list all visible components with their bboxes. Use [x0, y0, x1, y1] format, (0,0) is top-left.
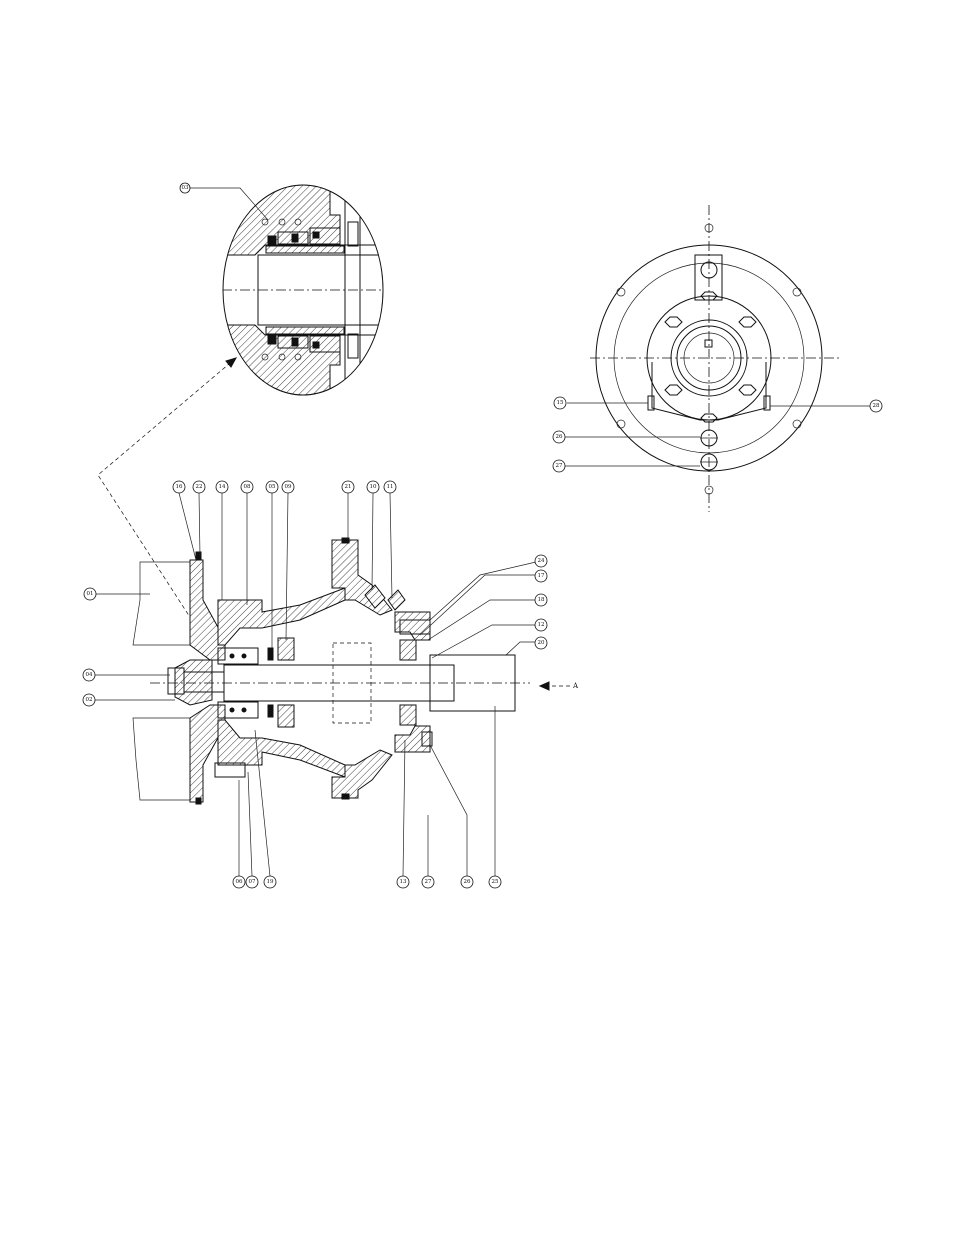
svg-text:17: 17 — [538, 573, 545, 579]
balloon-04: 04 — [82, 668, 96, 682]
balloon-18: 18 — [534, 593, 548, 607]
balloon-12: 12 — [534, 618, 548, 632]
balloon-09: 09 — [281, 480, 295, 494]
svg-text:05: 05 — [269, 484, 276, 490]
balloon-01: 01 — [83, 587, 97, 601]
balloon-08: 08 — [240, 480, 254, 494]
balloon-11: 11 — [383, 480, 397, 494]
end-balloon-26: 26 — [552, 430, 566, 444]
balloon-24: 24 — [534, 554, 548, 568]
end-balloon-15: 15 — [553, 396, 567, 410]
svg-text:12: 12 — [538, 622, 545, 628]
balloon-19: 19 — [263, 875, 277, 889]
balloon-16: 16 — [172, 480, 186, 494]
balloon-05: 05 — [265, 480, 279, 494]
view-label-a: A — [572, 682, 579, 690]
balloon-27: 27 — [421, 875, 435, 889]
balloon-21: 21 — [341, 480, 355, 494]
svg-text:02: 02 — [86, 697, 93, 703]
svg-text:10: 10 — [370, 484, 377, 490]
svg-text:07: 07 — [249, 879, 256, 885]
svg-text:03: 03 — [182, 185, 189, 191]
svg-text:26: 26 — [464, 879, 471, 885]
balloon-14: 14 — [215, 480, 229, 494]
balloon-25: 25 — [488, 875, 502, 889]
svg-text:19: 19 — [267, 879, 274, 885]
balloon-02: 02 — [82, 693, 96, 707]
svg-text:28: 28 — [873, 403, 880, 409]
balloon-03: 03 — [179, 182, 191, 194]
svg-text:22: 22 — [196, 484, 203, 490]
balloon-06: 06 — [232, 875, 246, 889]
svg-text:21: 21 — [345, 484, 352, 490]
section-view: A — [82, 480, 579, 889]
end-balloon-28: 28 — [869, 399, 883, 413]
svg-text:13: 13 — [400, 879, 407, 885]
end-balloon-27: 27 — [552, 459, 566, 473]
svg-text:11: 11 — [387, 484, 394, 490]
svg-text:20: 20 — [538, 640, 545, 646]
balloon-26: 26 — [460, 875, 474, 889]
balloon-22: 22 — [192, 480, 206, 494]
svg-text:25: 25 — [492, 879, 499, 885]
svg-text:14: 14 — [219, 484, 226, 490]
svg-text:15: 15 — [557, 400, 564, 406]
svg-text:18: 18 — [538, 597, 545, 603]
svg-text:27: 27 — [425, 879, 432, 885]
svg-text:09: 09 — [285, 484, 292, 490]
balloon-20: 20 — [534, 636, 548, 650]
balloon-17: 17 — [534, 569, 548, 583]
svg-text:01: 01 — [87, 591, 94, 597]
balloon-07: 07 — [245, 875, 259, 889]
balloon-13: 13 — [396, 875, 410, 889]
svg-text:26: 26 — [556, 434, 563, 440]
seal-detail-view: 03 — [97, 182, 384, 626]
svg-text:24: 24 — [538, 558, 545, 564]
end-view: 15 28 26 27 — [552, 205, 883, 512]
svg-text:08: 08 — [244, 484, 251, 490]
svg-text:06: 06 — [236, 879, 243, 885]
svg-text:27: 27 — [556, 463, 563, 469]
svg-text:16: 16 — [176, 484, 183, 490]
balloon-10: 10 — [366, 480, 380, 494]
svg-text:04: 04 — [86, 672, 93, 678]
